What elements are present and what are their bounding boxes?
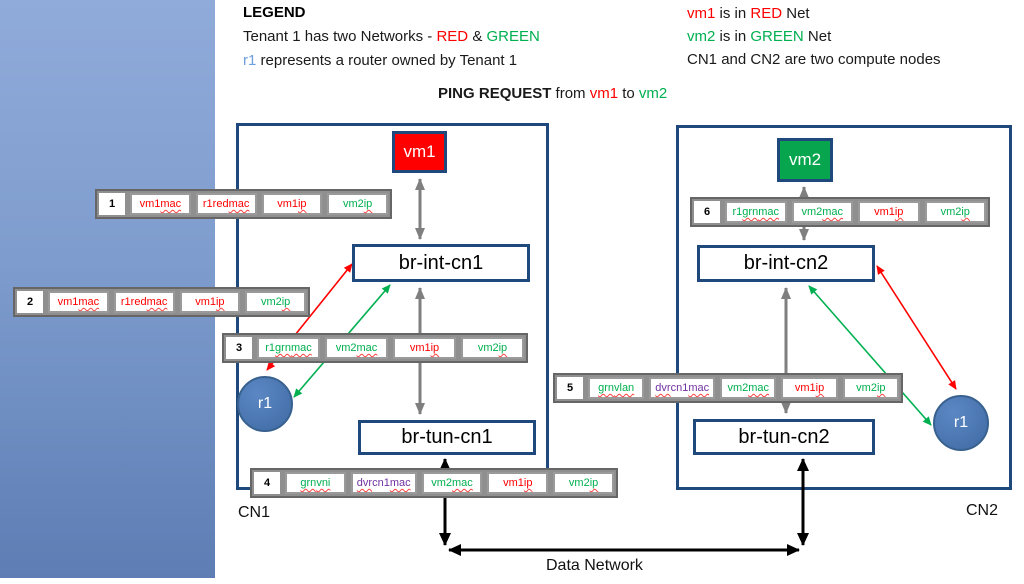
text-segment: vm2: [687, 28, 716, 45]
note-compute-nodes: CN1 and CN2 are two compute nodes: [687, 48, 941, 71]
packet-field: vm2 mac: [720, 377, 777, 399]
text-segment: represents a router owned by Tenant 1: [260, 52, 518, 69]
packet-table-6: 6 r1 grn mac vm2 mac vm1 ip vm2 ip: [690, 197, 990, 227]
text-segment: PING REQUEST: [438, 85, 552, 102]
text-segment: vm2: [638, 85, 668, 102]
packet-field: vm1 ip: [781, 377, 838, 399]
cn1-label: CN1: [238, 504, 271, 521]
br-tun-cn2-node: br-tun-cn2: [693, 419, 875, 455]
packet-field: r1 red mac: [113, 291, 175, 313]
packet-field: vm2 ip: [327, 193, 388, 215]
packet-field: vm2 ip: [553, 472, 614, 494]
packet-field: vm1 mac: [48, 291, 109, 313]
text-segment: Net: [807, 28, 832, 45]
packet-number: 3: [226, 337, 252, 359]
packet-field: vm1 ip: [261, 193, 323, 215]
packet-field: r1 grn mac: [257, 337, 320, 359]
packet-field: vm2 mac: [421, 472, 483, 494]
packet-table-5: 5 grn vlan dvr cn1 mac vm2 mac vm1 ip vm…: [553, 373, 903, 403]
vm2-node: vm2: [777, 138, 833, 182]
data-network-label: Data Network: [546, 557, 643, 574]
text-segment: GREEN: [486, 28, 540, 45]
br-int-cn2-node: br-int-cn2: [697, 245, 875, 282]
packet-table-1: 1 vm1 mac r1 red mac vm1 ip vm2 ip: [95, 189, 392, 219]
vm1-node: vm1: [392, 131, 447, 173]
text-segment: CN1 and CN2 are two compute nodes: [687, 51, 941, 68]
packet-field: dvr cn1 mac: [649, 377, 716, 399]
legend-block: LEGEND Tenant 1 has two Networks - RED &…: [243, 1, 540, 73]
cn2-label: CN2: [966, 502, 999, 519]
text-segment: Tenant 1 has two Networks -: [243, 28, 433, 45]
packet-field: vm1 mac: [130, 193, 191, 215]
legend-line-router: r1 represents a router owned by Tenant 1: [243, 49, 540, 73]
text-segment: to: [622, 85, 635, 102]
note-vm2: vm2 is in GREEN Net: [687, 25, 941, 48]
packet-number: 5: [557, 377, 583, 399]
text-segment: &: [472, 28, 483, 45]
ping-request-title: PING REQUEST from vm1 to vm2: [438, 82, 667, 106]
notes-block: vm1 is in RED Net vm2 is in GREEN Net CN…: [687, 2, 941, 71]
packet-field: vm2 mac: [791, 201, 853, 223]
packet-field: grn vni: [285, 472, 346, 494]
router-r1-cn1: r1: [237, 376, 293, 432]
packet-field: vm1 ip: [858, 201, 920, 223]
packet-field: vm2 ip: [842, 377, 899, 399]
br-tun-cn1-node: br-tun-cn1: [358, 420, 536, 455]
legend-title: LEGEND: [243, 4, 306, 21]
packet-number: 6: [694, 201, 720, 223]
legend-line-networks: Tenant 1 has two Networks - RED & GREEN: [243, 25, 540, 49]
packet-field: dvr cn1 mac: [350, 472, 417, 494]
router-r1-cn2: r1: [933, 395, 989, 451]
packet-field: r1 grn mac: [725, 201, 787, 223]
packet-field: vm2 mac: [325, 337, 388, 359]
text-segment: RED: [750, 5, 783, 22]
text-segment: vm1: [589, 85, 619, 102]
packet-number: 4: [254, 472, 280, 494]
br-int-cn1-node: br-int-cn1: [352, 244, 530, 282]
text-segment: from: [555, 85, 586, 102]
packet-field: vm1 ip: [487, 472, 549, 494]
text-segment: RED: [436, 28, 469, 45]
packet-number: 2: [17, 291, 43, 313]
text-segment: vm1: [687, 5, 716, 22]
text-segment: GREEN: [750, 28, 804, 45]
packet-field: vm2 ip: [245, 291, 306, 313]
packet-table-2: 2 vm1 mac r1 red mac vm1 ip vm2 ip: [13, 287, 310, 317]
packet-number: 1: [99, 193, 125, 215]
compute-node-cn2-box: [676, 125, 1012, 490]
note-vm1: vm1 is in RED Net: [687, 2, 941, 25]
packet-field: vm1 ip: [179, 291, 241, 313]
packet-table-4: 4 grn vni dvr cn1 mac vm2 mac vm1 ip vm2…: [250, 468, 618, 498]
text-segment: r1: [243, 52, 257, 69]
text-segment: is in: [719, 5, 747, 22]
packet-table-3: 3 r1 grn mac vm2 mac vm1 ip vm2 ip: [222, 333, 528, 363]
packet-field: r1 red mac: [195, 193, 257, 215]
packet-field: vm2 ip: [461, 337, 524, 359]
packet-field: vm2 ip: [924, 201, 986, 223]
text-segment: Net: [786, 5, 810, 22]
packet-field: vm1 ip: [393, 337, 456, 359]
text-segment: is in: [719, 28, 747, 45]
packet-field: grn vlan: [588, 377, 645, 399]
